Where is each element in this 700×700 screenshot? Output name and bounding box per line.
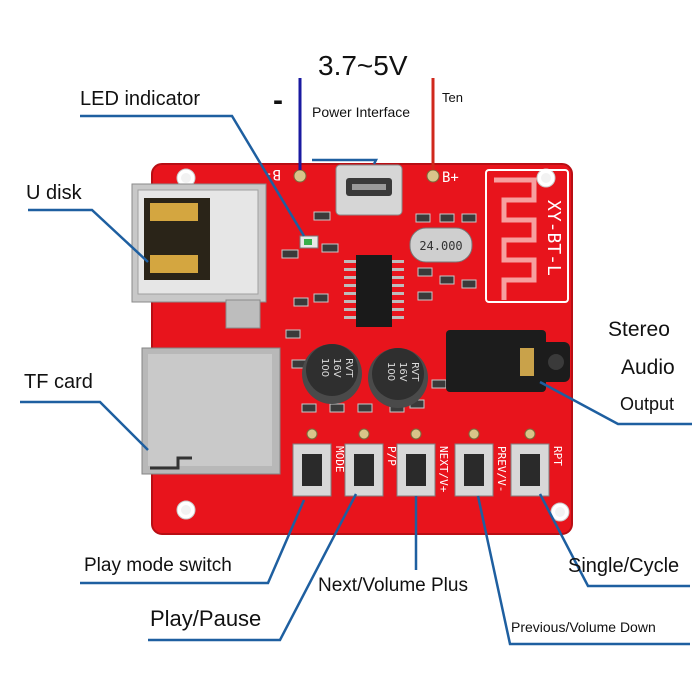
capacitor-1: 100 16V RVT [302,344,362,404]
stereo-label: Stereo [608,318,670,341]
led [299,235,319,249]
minus-sign: - [273,84,283,117]
leader-previous [476,495,690,646]
main-ic [344,255,404,327]
button-label-3: PREV/V- [495,446,508,492]
capacitor-2-text-a: 100 [385,362,396,381]
button-label-2: NEXT/V+ [437,446,450,493]
button-label-0: MODE [333,446,346,473]
tactile-buttons: MODE P/P NEXT/V+ PREV/V- RPT [292,428,564,497]
voltage-label: 3.7~5V [318,50,408,81]
leader-play-mode [80,499,306,585]
capacitor-2-text-c: RVT [409,362,420,382]
u-disk-label: U disk [26,182,82,204]
leader-power-interface [312,158,379,165]
audio-jack [446,330,570,392]
play-mode-switch-label: Play mode switch [84,555,232,576]
capacitor-2-text-b: 16V [397,362,408,382]
button-2: NEXT/V+ [396,428,450,497]
smd-components [281,211,477,413]
crystal: 24.000 [409,227,473,263]
leader-play-pause [148,493,358,642]
crystal-label: 24.000 [419,239,462,253]
capacitor-1-text-c: RVT [343,358,354,378]
previous-volume-down-label: Previous/Volume Down [511,619,656,635]
leader-lines [20,114,692,646]
button-4: RPT [510,428,564,497]
antenna-area: XY-BT-L [485,169,569,303]
usb-a-port [131,183,267,329]
capacitor-1-text-b: 16V [331,358,342,378]
tf-card-label: TF card [24,371,93,393]
play-pause-label: Play/Pause [150,606,262,631]
ten-label: Ten [442,90,463,105]
single-cycle-label: Single/Cycle [568,555,680,577]
output-label: Output [620,394,675,414]
tf-card-slot [141,347,281,475]
power-interface-label: Power Interface [312,104,411,120]
leader-audio-output [539,380,692,426]
button-label-4: RPT [551,446,564,466]
leader-led [80,114,306,237]
capacitor-2: 100 16V RVT [368,348,428,408]
button-3: PREV/V- [454,428,508,497]
button-label-1: P/P [385,446,398,466]
button-0: MODE [292,428,346,497]
next-volume-plus-label: Next/Volume Plus [318,575,468,596]
leader-single-cycle [538,493,690,588]
button-1: P/P [344,428,398,497]
pin-bplus-label: B+ [442,170,459,186]
audio-label: Audio [621,356,675,379]
board-model-label: XY-BT-L [543,200,564,276]
led-indicator-label: LED indicator [80,88,201,110]
leader-u-disk [28,208,149,263]
micro-usb-connector [335,164,403,216]
leader-tf-card [20,400,149,451]
capacitor-1-text-a: 100 [319,358,330,377]
